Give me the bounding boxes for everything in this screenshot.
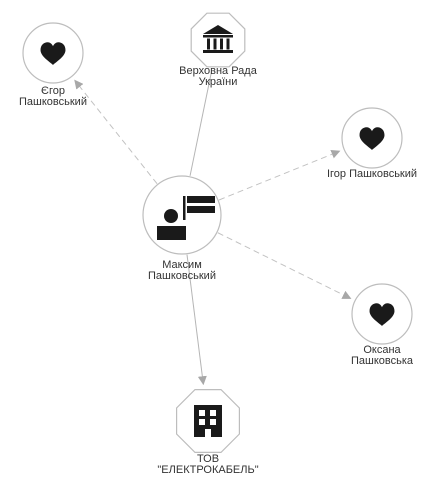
node-label-line: ТОВ bbox=[196, 453, 220, 465]
node-octagon bbox=[190, 12, 246, 68]
node-ihor[interactable] bbox=[341, 107, 403, 169]
person-flag-icon bbox=[157, 196, 215, 240]
node-label-line: Оксана bbox=[363, 344, 401, 356]
edge-maksym-ihor bbox=[218, 150, 341, 201]
heart-icon bbox=[359, 127, 385, 150]
building-icon bbox=[194, 405, 222, 437]
node-oksana[interactable] bbox=[351, 283, 413, 345]
node-label-tov: ТОВ"ЕЛЕКТРОКАБЕЛЬ" bbox=[157, 454, 258, 476]
edge-maksym-yehor bbox=[74, 79, 158, 185]
node-label-line: Пашковська bbox=[350, 355, 414, 367]
edge-maksym-rada bbox=[189, 71, 213, 176]
heart-icon bbox=[369, 303, 395, 326]
node-label-line: Пашковський bbox=[148, 270, 216, 282]
node-label-line: України bbox=[198, 76, 238, 88]
heart-icon bbox=[40, 42, 66, 65]
node-label-line: Верховна Рада bbox=[179, 65, 257, 77]
node-label-ihor: Ігор Пашковський bbox=[327, 169, 417, 180]
institution-icon bbox=[203, 25, 233, 53]
node-label-line: Пашковський bbox=[19, 96, 87, 108]
node-yehor[interactable] bbox=[22, 22, 84, 84]
node-maksym[interactable] bbox=[142, 175, 222, 255]
edges-layer bbox=[74, 71, 352, 386]
node-label-line: Максим bbox=[162, 259, 202, 271]
node-circle bbox=[142, 175, 222, 255]
node-tov[interactable] bbox=[176, 389, 240, 453]
node-label-line: Ігор Пашковський bbox=[326, 168, 418, 180]
node-label-line: Єгор bbox=[41, 85, 65, 97]
edge-maksym-oksana bbox=[217, 232, 352, 299]
nodes-layer bbox=[22, 12, 413, 453]
node-label-line: "ЕЛЕКТРОКАБЕЛЬ" bbox=[157, 464, 259, 476]
node-rada[interactable] bbox=[190, 12, 246, 68]
edge-maksym-tov bbox=[186, 254, 207, 386]
